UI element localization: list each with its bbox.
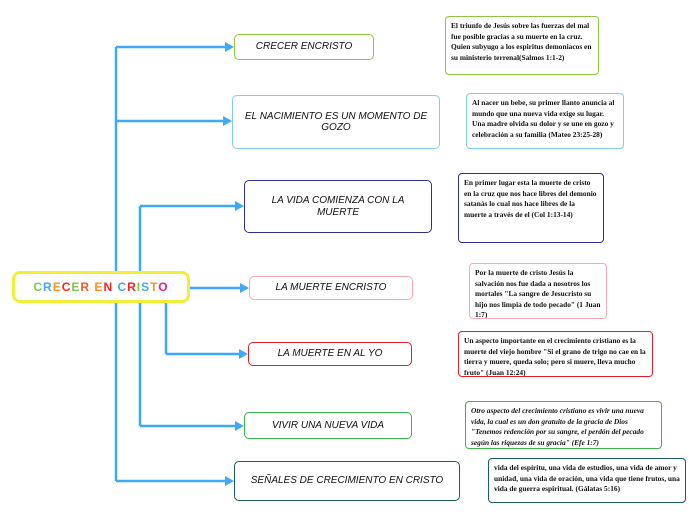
topic-vivir-nueva-vida[interactable]: VIVIR UNA NUEVA VIDA bbox=[244, 412, 412, 439]
note-nacimiento-bebe[interactable]: Al nacer un bebe, su primer llanto anunc… bbox=[466, 93, 624, 149]
note-triunfo-de-jesus[interactable]: El triunfo de Jesús sobre las fuerzas de… bbox=[445, 16, 599, 75]
branch-arrow-2 bbox=[235, 201, 244, 211]
branch-arrow-5 bbox=[235, 421, 244, 431]
branch-arrow-0 bbox=[225, 42, 234, 52]
note-salvacion[interactable]: Por la muerte de cristo Jesús la salvaci… bbox=[469, 263, 607, 319]
central-topic[interactable]: CRECER EN CRISTO bbox=[12, 271, 190, 303]
central-topic-label: CRECER EN CRISTO bbox=[33, 280, 169, 294]
topic-muerte-al-yo[interactable]: LA MUERTE EN AL YO bbox=[248, 342, 412, 366]
note-senales[interactable]: vida del espíritu, una vida de estudios,… bbox=[488, 458, 686, 503]
branch-arrow-4 bbox=[239, 349, 248, 359]
branch-arrow-6 bbox=[225, 476, 234, 486]
topic-crecer-en-cristo[interactable]: CRECER ENCRISTO bbox=[234, 34, 374, 60]
branch-arrow-3 bbox=[240, 283, 249, 293]
topic-muerte-en-cristo[interactable]: LA MUERTE ENCRISTO bbox=[249, 276, 413, 300]
topic-vida-comienza-muerte[interactable]: LA VIDA COMIENZA CON LA MUERTE bbox=[244, 180, 432, 233]
note-viejo-hombre[interactable]: Un aspecto importante en el crecimiento … bbox=[458, 331, 653, 377]
note-nueva-vida[interactable]: Otro aspecto del crecimiento cristiano e… bbox=[465, 401, 662, 449]
topic-nacimiento-gozo[interactable]: EL NACIMIENTO ES UN MOMENTO DE GOZO bbox=[232, 95, 440, 149]
branch-arrow-1 bbox=[223, 116, 232, 126]
note-muerte-en-la-cruz[interactable]: En primer lugar esta la muerte de cristo… bbox=[458, 173, 604, 243]
topic-senales-crecimiento[interactable]: SEÑALES DE CRECIMIENTO EN CRISTO bbox=[234, 461, 460, 501]
